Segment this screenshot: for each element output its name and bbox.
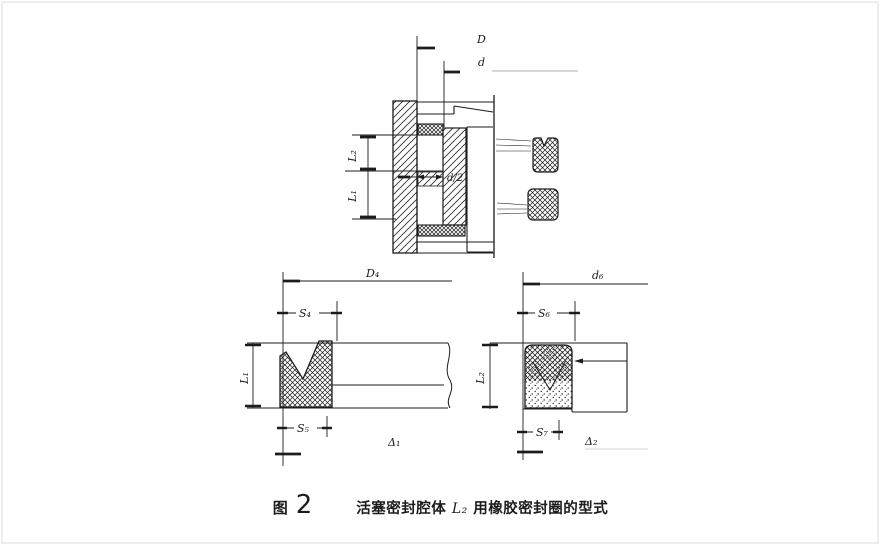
bud-seal-lip-groove [532,361,566,392]
dim-label-height-left: L₁ [238,372,251,385]
dim-label-L1: L₁ [346,190,359,203]
caption-title-pre: 活塞密封腔体 [356,501,452,517]
dim-S6-lines [517,301,580,341]
dim-height-left-lines [245,343,261,408]
dim-label-D: D [476,33,486,46]
dim-label-D4: D₄ [365,267,379,280]
dim-label-d6: d₆ [592,269,604,282]
dim-d-half [398,174,443,180]
caption-title-variable: L₂ [451,501,468,517]
corner-mark-right: Δ₂ [584,435,597,448]
dim-label-S4: S₄ [299,307,311,320]
dim-label-S5: S₅ [297,422,310,435]
dim-S5-lines [277,416,332,437]
detail-left-y-ring: D₄ S₄ L₁ S₅ Δ₁ [238,267,453,466]
dim-S7-lines [517,420,563,440]
caption-figure-word: 图 [272,499,289,517]
dim-label-d-half: d/2 [447,173,463,184]
figure-caption: 图 2 活塞密封腔体 L₂ 用橡胶密封圈的型式 [0,492,881,518]
mating-block-lines [523,343,628,413]
dim-d-lines [443,61,578,127]
detail-right-bud-seal: d₆ S₆ L₂ [474,269,648,460]
dim-label-L2: L₂ [346,150,359,163]
dim-L1-lines [352,171,396,220]
break-line [446,342,453,409]
piston-rod [466,95,495,258]
dim-D-lines [416,36,435,101]
leader-lines-top-seal [495,138,532,152]
groove-seal-bottom [417,224,466,237]
dim-height-right-lines [482,343,498,409]
y-seal-removed [532,137,559,173]
y-ring-cross-section [279,340,333,408]
dim-label-S6: S₆ [538,307,551,320]
caption-figure-number: 2 [295,490,313,520]
dim-label-height-right: L₂ [474,372,487,385]
groove-seal-top [417,123,444,136]
pressure-arrow [574,358,627,364]
caption-title: 活塞密封腔体 L₂ 用橡胶密封圈的型式 [356,497,608,518]
assembly-bottom-lines [404,241,494,254]
dim-L2-lines [352,134,419,171]
bud-seal-rubber-section [525,345,572,381]
rod-surface-lines [247,342,453,409]
leader-lines-bottom-seal [496,202,528,215]
caption-title-post: 用橡胶密封圈的型式 [467,501,609,517]
square-seal-removed [527,188,559,221]
corner-mark-left: Δ₁ [387,436,400,449]
dim-label-d: d [478,56,485,69]
groove-land-section [417,171,444,187]
assembly-section-view: d/2 D d L₂ L₁ [345,33,578,258]
bud-seal-outline [524,344,573,409]
gland-top-strip [417,101,494,115]
dim-label-S7: S₇ [536,426,549,439]
dim-S4-lines [277,301,342,341]
